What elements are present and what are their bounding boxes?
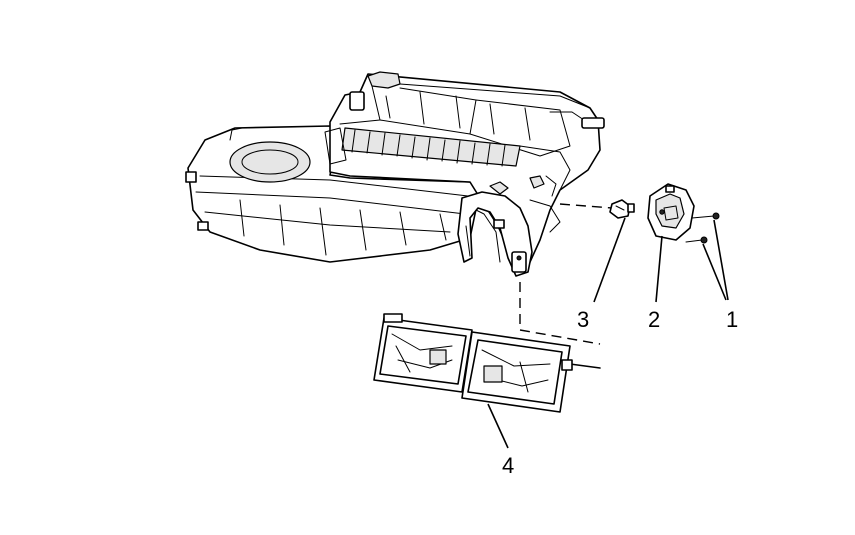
callout-label-3: 3 (577, 307, 589, 332)
leader-2 (655, 235, 663, 303)
callout-leaders (487, 217, 729, 449)
leader-1b (702, 243, 727, 301)
leader-4 (487, 403, 509, 449)
alignment-axis-upper (559, 203, 613, 209)
actuator-screws (685, 212, 720, 244)
leader-3 (593, 217, 626, 303)
callout-label-1: 1 (726, 307, 738, 332)
callout-label-2: 2 (648, 307, 660, 332)
actuator-link-clip (609, 199, 635, 219)
mode-door-assembly (373, 313, 601, 413)
hvac-module-housing (185, 71, 605, 277)
mode-door-actuator (647, 183, 695, 241)
alignment-axis-lower (519, 282, 601, 345)
leader-1a (713, 219, 729, 301)
callout-label-4: 4 (502, 453, 514, 478)
